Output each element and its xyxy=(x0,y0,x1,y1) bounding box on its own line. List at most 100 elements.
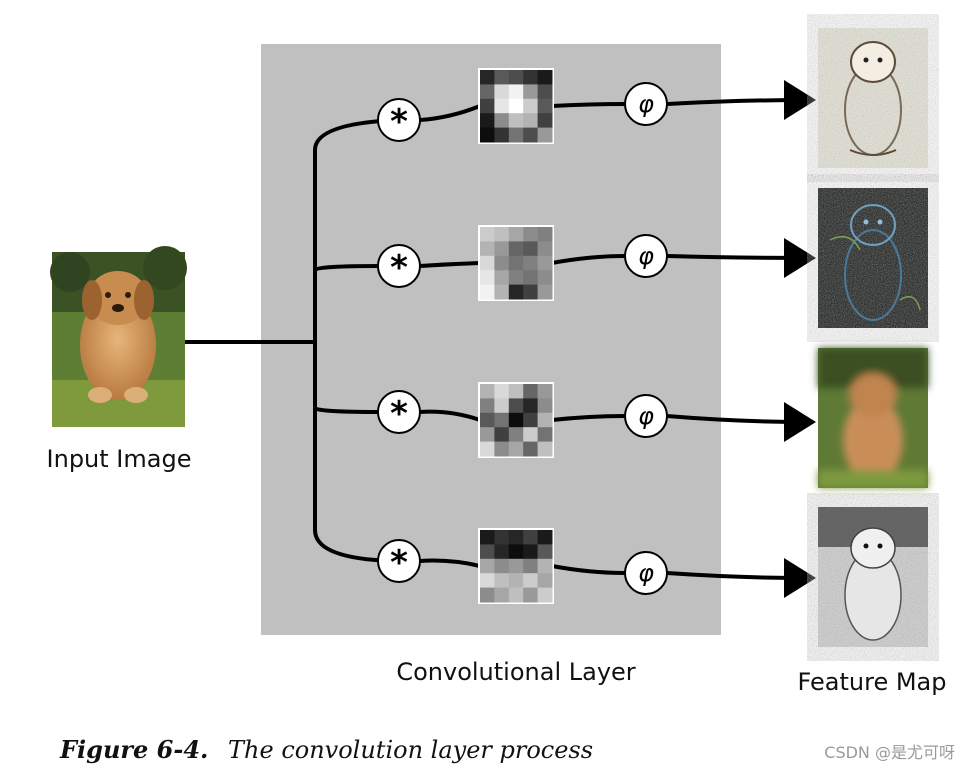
kernel-cell xyxy=(523,241,539,257)
kernel-cell xyxy=(508,84,524,100)
kernel-cell xyxy=(523,255,539,271)
kernel-cell xyxy=(508,270,524,286)
kernel-cell xyxy=(508,241,524,257)
kernel-cell xyxy=(480,544,495,560)
kernel-cell xyxy=(480,384,495,399)
branches: *φ*φ*φ*φ xyxy=(377,68,816,604)
convolution-operator-symbol: * xyxy=(390,102,408,142)
kernel-cell xyxy=(494,587,510,603)
activation-function-icon xyxy=(624,234,668,278)
kernel-cell xyxy=(480,241,495,257)
convolution-operator-icon xyxy=(377,244,421,288)
kernel-cell xyxy=(523,127,539,143)
kernel-cell xyxy=(537,255,553,271)
kernel-cell xyxy=(494,284,510,300)
branch-line xyxy=(419,104,481,122)
kernel-cell xyxy=(523,98,539,114)
kernel-cell xyxy=(537,284,553,300)
kernel-cell xyxy=(508,98,524,114)
convolution-operator-icon xyxy=(377,539,421,583)
kernel-cell xyxy=(480,270,495,286)
branch-line xyxy=(551,254,626,265)
convolutional-layer-label: Convolutional Layer xyxy=(396,658,635,686)
kernel-cell xyxy=(523,544,539,560)
kernel-cell xyxy=(523,558,539,574)
kernel-cell xyxy=(523,284,539,300)
kernel-cell xyxy=(480,573,495,589)
convolution-operator-icon xyxy=(377,390,421,434)
figure-number: Figure 6-4. xyxy=(59,735,208,764)
kernel-cell xyxy=(523,412,539,428)
kernel-cell xyxy=(523,270,539,286)
kernel-cell xyxy=(508,227,524,242)
kernel-cell xyxy=(537,384,553,399)
kernel-cell xyxy=(494,270,510,286)
kernel-cell xyxy=(480,412,495,428)
kernel-cell xyxy=(523,441,539,457)
input-image-label: Input Image xyxy=(47,445,192,473)
feature-map-2 xyxy=(818,188,928,328)
kernel-cell xyxy=(494,427,510,443)
kernel-cell xyxy=(480,398,495,414)
kernel-cell xyxy=(508,255,524,271)
kernel-cell xyxy=(494,241,510,257)
convolution-operator-symbol: * xyxy=(390,543,408,583)
branch-arrow xyxy=(666,80,816,121)
kernel-cell xyxy=(480,127,495,143)
kernel-cell xyxy=(494,573,510,589)
kernel-cell xyxy=(523,398,539,414)
kernel-cell xyxy=(494,530,510,545)
kernel-cell xyxy=(508,427,524,443)
kernel-cell xyxy=(508,441,524,457)
branch-1: *φ xyxy=(377,68,816,144)
activation-symbol: φ xyxy=(638,90,654,118)
kernel-cell xyxy=(494,255,510,271)
kernel-cell xyxy=(523,384,539,399)
kernel-2 xyxy=(478,225,554,301)
kernel-cell xyxy=(494,70,510,85)
activation-function-icon xyxy=(624,551,668,595)
kernel-cell xyxy=(537,587,553,603)
figure-caption: Figure 6-4. The convolution layer proces… xyxy=(59,735,593,764)
kernel-cell xyxy=(523,530,539,545)
kernel-cell xyxy=(494,227,510,242)
kernel-cell xyxy=(523,70,539,85)
feature-map-1 xyxy=(818,28,928,168)
kernel-cell xyxy=(480,255,495,271)
kernel-cell xyxy=(537,98,553,114)
activation-symbol: φ xyxy=(638,242,654,270)
kernel-cell xyxy=(508,412,524,428)
kernel-cell xyxy=(537,113,553,129)
kernel-cell xyxy=(508,544,524,560)
kernel-cell xyxy=(537,558,553,574)
kernel-cell xyxy=(494,558,510,574)
kernel-cell xyxy=(480,558,495,574)
kernel-cell xyxy=(494,384,510,399)
feature-map-label: Feature Map xyxy=(798,668,947,696)
kernel-cell xyxy=(508,398,524,414)
branch-line xyxy=(419,409,481,422)
kernel-cell xyxy=(494,98,510,114)
input-image xyxy=(50,246,187,427)
kernel-cell xyxy=(494,127,510,143)
kernel-cell xyxy=(508,384,524,399)
kernel-cell xyxy=(508,573,524,589)
branch-line xyxy=(551,414,626,422)
convolution-operator-symbol: * xyxy=(390,394,408,434)
kernel-4 xyxy=(478,528,554,604)
kernel-cell xyxy=(480,427,495,443)
kernel-1 xyxy=(478,68,554,144)
kernel-cell xyxy=(537,84,553,100)
branch-arrow xyxy=(666,237,816,278)
activation-symbol: φ xyxy=(638,559,654,587)
branch-line xyxy=(551,564,626,575)
kernel-cell xyxy=(537,227,553,242)
activation-function-icon xyxy=(624,394,668,438)
kernel-cell xyxy=(537,412,553,428)
kernel-cell xyxy=(523,113,539,129)
kernel-cell xyxy=(508,70,524,85)
branch-arrow xyxy=(666,557,816,598)
kernel-cell xyxy=(494,441,510,457)
kernel-cell xyxy=(537,427,553,443)
